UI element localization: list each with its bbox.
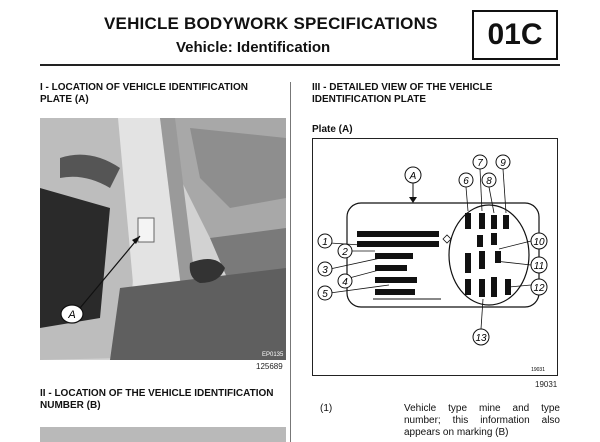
svg-text:13: 13: [475, 333, 487, 344]
diagram-callout-a: A: [409, 171, 417, 182]
diagram-number-8: 8: [481, 172, 497, 188]
svg-text:7: 7: [477, 158, 483, 169]
section-heading-detailed-view: III - DETAILED VIEW OF THE VEHICLE IDENT…: [312, 82, 493, 105]
page-subtitle: Vehicle: Identification: [176, 39, 331, 56]
figure1-ref-number: 125689: [256, 362, 283, 371]
svg-text:3: 3: [322, 265, 328, 276]
column-divider: [290, 82, 291, 442]
door-pillar-illustration: A EP0135: [40, 118, 286, 360]
door-pillar-photo: A EP0135: [40, 118, 286, 360]
figure2-ref-number: 19031: [535, 380, 558, 389]
diagram-number-12: 12: [530, 278, 548, 296]
section-code-box: 01C: [472, 10, 558, 60]
diagram-number-6: 6: [458, 172, 474, 188]
diagram-number-2: 2: [337, 243, 353, 259]
figure2-ref-small: 19031: [531, 367, 545, 373]
diagram-number-3: 3: [317, 261, 333, 277]
section-heading-location-plate: I - LOCATION OF VEHICLE IDENTIFICATION P…: [40, 82, 248, 105]
svg-text:2: 2: [341, 247, 348, 258]
plate-label: Plate (A): [312, 124, 353, 135]
svg-text:6: 6: [463, 176, 469, 187]
svg-text:12: 12: [533, 283, 545, 294]
diagram-number-13: 13: [472, 328, 490, 346]
svg-text:5: 5: [322, 289, 328, 300]
diagram-number-11: 11: [530, 256, 548, 274]
diagram-number-9: 9: [495, 154, 511, 170]
vin-photo-partial: [40, 427, 286, 442]
svg-text:8: 8: [486, 176, 492, 187]
svg-text:10: 10: [533, 237, 545, 248]
section-heading-location-number: II - LOCATION OF THE VEHICLE IDENTIFICAT…: [40, 388, 274, 411]
header-rule: [40, 64, 560, 66]
page-title: VEHICLE BODYWORK SPECIFICATIONS: [104, 14, 438, 33]
figure1-ref-small: EP0135: [262, 352, 284, 358]
plate-diagram: A 1 2 3: [312, 138, 558, 376]
legend-text: Vehicle type mine and type number; this …: [404, 403, 560, 438]
figure1-callout-a: A: [67, 309, 75, 321]
diagram-number-1: 1: [317, 233, 333, 249]
diagram-number-7: 7: [472, 154, 488, 170]
diagram-number-4: 4: [337, 273, 353, 289]
svg-text:4: 4: [342, 277, 348, 288]
diagram-number-10: 10: [530, 232, 548, 250]
svg-text:9: 9: [500, 158, 506, 169]
plate-diagram-svg: A 1 2 3: [317, 154, 548, 373]
svg-text:11: 11: [534, 261, 544, 272]
svg-text:1: 1: [322, 237, 328, 248]
diagram-number-5: 5: [317, 285, 333, 301]
legend-number: (1): [320, 403, 333, 414]
